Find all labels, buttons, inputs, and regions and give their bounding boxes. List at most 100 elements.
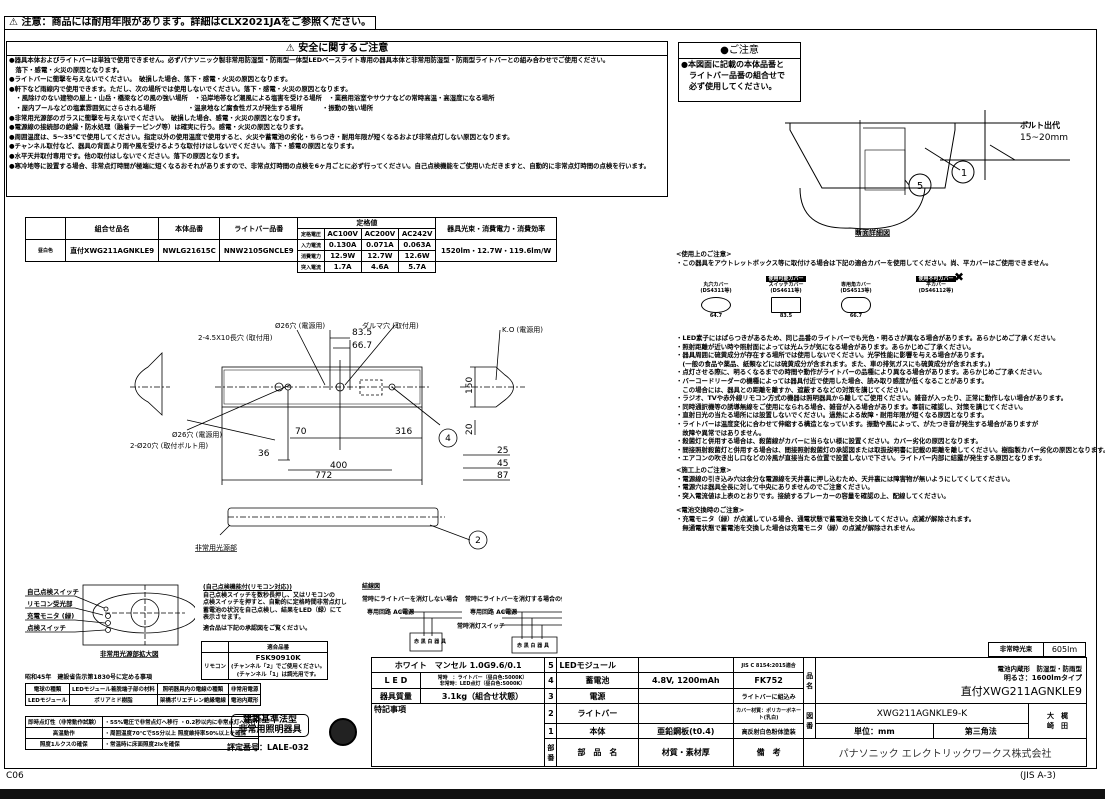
usage-note: ・殺菌灯と併用する場合は、殺菌線がカバーに当らない様に設置ください。カバー劣化の… <box>676 437 982 446</box>
dim-20: 20 <box>465 423 475 435</box>
part-mat <box>637 703 735 725</box>
section-caption: 断面詳細図 <box>855 228 890 237</box>
company-name: パナソニック エレクトリックワークス株式会社 <box>803 738 1087 767</box>
safety-item: ●周囲温度は、5～35℃で使用してください。指定以外の使用温度で使用すると、火災… <box>9 132 514 141</box>
p: 12.6W <box>398 250 437 262</box>
usage-note: ・器具周囲に硫黄成分が存在する場所では使用しないでください。光学性能に影響を与え… <box>676 351 989 360</box>
law-cell: 非常用電源 <box>227 683 262 695</box>
label-self-check-switch: 自己点検スイッチ <box>27 587 80 596</box>
cover-shape-icon <box>841 297 871 313</box>
remote-model: FSK90910K <box>255 654 301 662</box>
label-remote-receiver: リモコン受光部 <box>27 599 73 608</box>
dim-66-7: 66.7 <box>352 341 372 351</box>
p: 12.7W <box>360 250 400 262</box>
part-mat <box>637 656 735 674</box>
flux-value: 605lm <box>1051 645 1078 654</box>
flux-label: 非常時光束 <box>989 643 1044 656</box>
label-ko: K.O (電源用) <box>502 325 543 334</box>
led-note: 非常時：LED点灯（昼白色:5000K） <box>439 680 526 687</box>
c: 0.130A <box>323 239 362 251</box>
wiring-diagram: 結線図 常時にライトバーを消灯しない場合 常時にライトバーを消灯する場合の例 専… <box>362 582 562 654</box>
line: 蓄電池の状況を自己点検し、結果をLED（緑）にて <box>203 606 342 614</box>
law-cell: 架橋ポリエチレン絶縁電線 <box>156 694 229 706</box>
construction-heading: <施工上のご注意> <box>676 466 732 474</box>
law-cell: LEDモジュール <box>25 694 70 706</box>
part-name: 本体 <box>556 723 639 740</box>
label-check-switch: 点検スイッチ <box>27 623 67 632</box>
callout-5: 5 <box>917 181 923 192</box>
c: 0.071A <box>360 239 400 251</box>
h-flux: 器具光束・消費電力・消費効率 <box>435 217 557 240</box>
cover-code: (DS4513等) <box>840 288 872 294</box>
part-name: 蓄電池 <box>556 672 639 690</box>
safety-item: ●ライトバーに衝撃を与えないでください。 破損した場合、落下・感電・火災の原因と… <box>9 75 292 84</box>
v: AC242V <box>398 228 437 240</box>
safety-item: ●軒下など雨線内で使用できます。ただし、次の場所では使用しないでください。落下・… <box>9 84 352 93</box>
pn1: 電池内蔵形 防湿型・防雨型 <box>997 664 1083 673</box>
line: 表示させます。 <box>203 614 245 621</box>
dim-316: 316 <box>395 427 412 437</box>
h-mat: 材質・素材厚 <box>637 738 735 767</box>
cover-item: 使用不可カバー平カバー(DS46112等)✖ <box>906 270 966 294</box>
performance-table: 即時点灯性（非常動作試験）・55%電圧で非常点灯へ移行 ・0.2秒以内に非常点灯… <box>25 716 259 750</box>
not-allowed-icon: ✖ <box>954 270 965 284</box>
drawing-number: XWG211AGNKLE9-K <box>815 703 1029 725</box>
law-cell: 電球の種類 <box>25 683 70 695</box>
callout-4: 4 <box>445 434 451 444</box>
emergency-panel-drawing: 自己点検スイッチ リモコン受光部 充電モニタ (緑) 点検スイッチ 非常用光源部… <box>25 584 195 658</box>
type: 昼白色 <box>25 239 66 262</box>
usage-lines: ・LED素子にはばらつきがあるため、同じ品番のライトバーでも光色・明るさが異なる… <box>676 334 1105 463</box>
label-emergency-light: 非常用光源部 <box>195 543 237 552</box>
jil-seal-icon <box>329 718 357 746</box>
mass-label: 器具質量 <box>371 688 421 705</box>
safety-item: ●電源線の接続部の絶縁・防水処理（融着テーピング等）は確実に行う。感電・火災の原… <box>9 123 308 132</box>
usage-note: ・エアコンの吹き出し口などの冷風が直接当たる位置で設置しないで下さい。ライトバー… <box>676 454 1046 463</box>
cover-tag: 使用可能カバー <box>766 276 806 282</box>
part-note: ライトバーに組込み <box>733 688 805 705</box>
safety-item: ・屋内プールなどの塩素雰囲気にさらされる場所 ・温泉地など腐食性ガスが発生する場… <box>9 103 374 112</box>
part-name: 電源 <box>556 688 639 705</box>
callout-2: 2 <box>475 536 481 546</box>
dim-87: 87 <box>497 471 508 481</box>
usage-heading: <使用上のご注意> <box>676 250 732 258</box>
performance-cell: 即時点灯性（非常動作試験） <box>25 716 103 728</box>
mass: 3.1kg（組合せ状態） <box>419 688 546 705</box>
sign: 田 <box>1060 722 1068 731</box>
usage-notes: <使用上のご注意> ・この器具をアウトレットボックス等に取付ける場合は下記の適合… <box>676 250 1052 267</box>
part-no: 4 <box>544 672 558 690</box>
remote-label: リモコン <box>200 652 230 680</box>
cover-item: 使用可能カバースイッチカバー(DS4611等)83.5 <box>756 276 816 319</box>
label-slot: 2-4.5X10長穴 (取付用) <box>198 333 273 342</box>
cover-shape-icon <box>701 297 731 313</box>
n: (チャンネル「2」でご使用ください。 <box>231 664 326 670</box>
v: AC100V <box>323 228 362 240</box>
wiring-ac-2: 専用回路 AC電源 <box>470 608 517 616</box>
cover-name: スイッチカバー <box>768 282 804 288</box>
i: 4.6A <box>360 261 400 273</box>
lbl: 入力電流 <box>297 239 325 251</box>
construction-notes: <施工上のご注意> ・電源線の引き込み穴は余分な電源線を天井裏に押し込むため、天… <box>676 466 1014 532</box>
cover-code: (DS4311等) <box>700 288 732 294</box>
cover-name: 平カバー <box>925 282 946 288</box>
law-cell: ポリアミド樹脂 <box>68 694 158 706</box>
self-check-title: (自己点検機能付(リモコン対応)) <box>203 584 292 591</box>
part-no: 2 <box>544 703 558 725</box>
bottom-bar <box>0 789 1105 799</box>
led-label: L E D <box>371 672 421 690</box>
part-mat: 4.8V, 1200mAh <box>637 672 735 690</box>
cover-code: (DS46112等) <box>918 288 954 294</box>
usage-note: この場合には、器具との距離を離すか、遮蔽するなどの対策を講じてください。 <box>676 385 913 394</box>
label-power-hole-2: Ø26穴 (電源用) <box>172 430 222 439</box>
h-combo: 組合せ品名 <box>64 217 160 240</box>
usage-lead: ・この器具をアウトレットボックス等に取付ける場合は下記の適合カバーを使用してくだ… <box>676 258 1053 267</box>
caution-line: 必ず使用してください。 <box>681 82 777 91</box>
plan-drawing: 4 Ø26穴 (電源用) 2-4.5X10長穴 (取付用) ダルマ穴 (取付用)… <box>130 321 543 552</box>
part-note: カバー材質：ポリカーボネート(乳白) <box>733 703 805 725</box>
caution-line: ●本図面に記載の本体品番と <box>681 60 784 69</box>
cover-dim: 83.5 <box>779 313 793 319</box>
label-power-hole: Ø26穴 (電源用) <box>275 321 325 330</box>
usage-note: ・間接照射殺菌灯と併用する場合は、間接照射殺菌灯の承認図または取扱説明書に記載の… <box>676 445 1105 454</box>
cert-number: 評定番号：LALE-032 <box>227 743 309 752</box>
dim-70: 70 <box>295 427 307 437</box>
